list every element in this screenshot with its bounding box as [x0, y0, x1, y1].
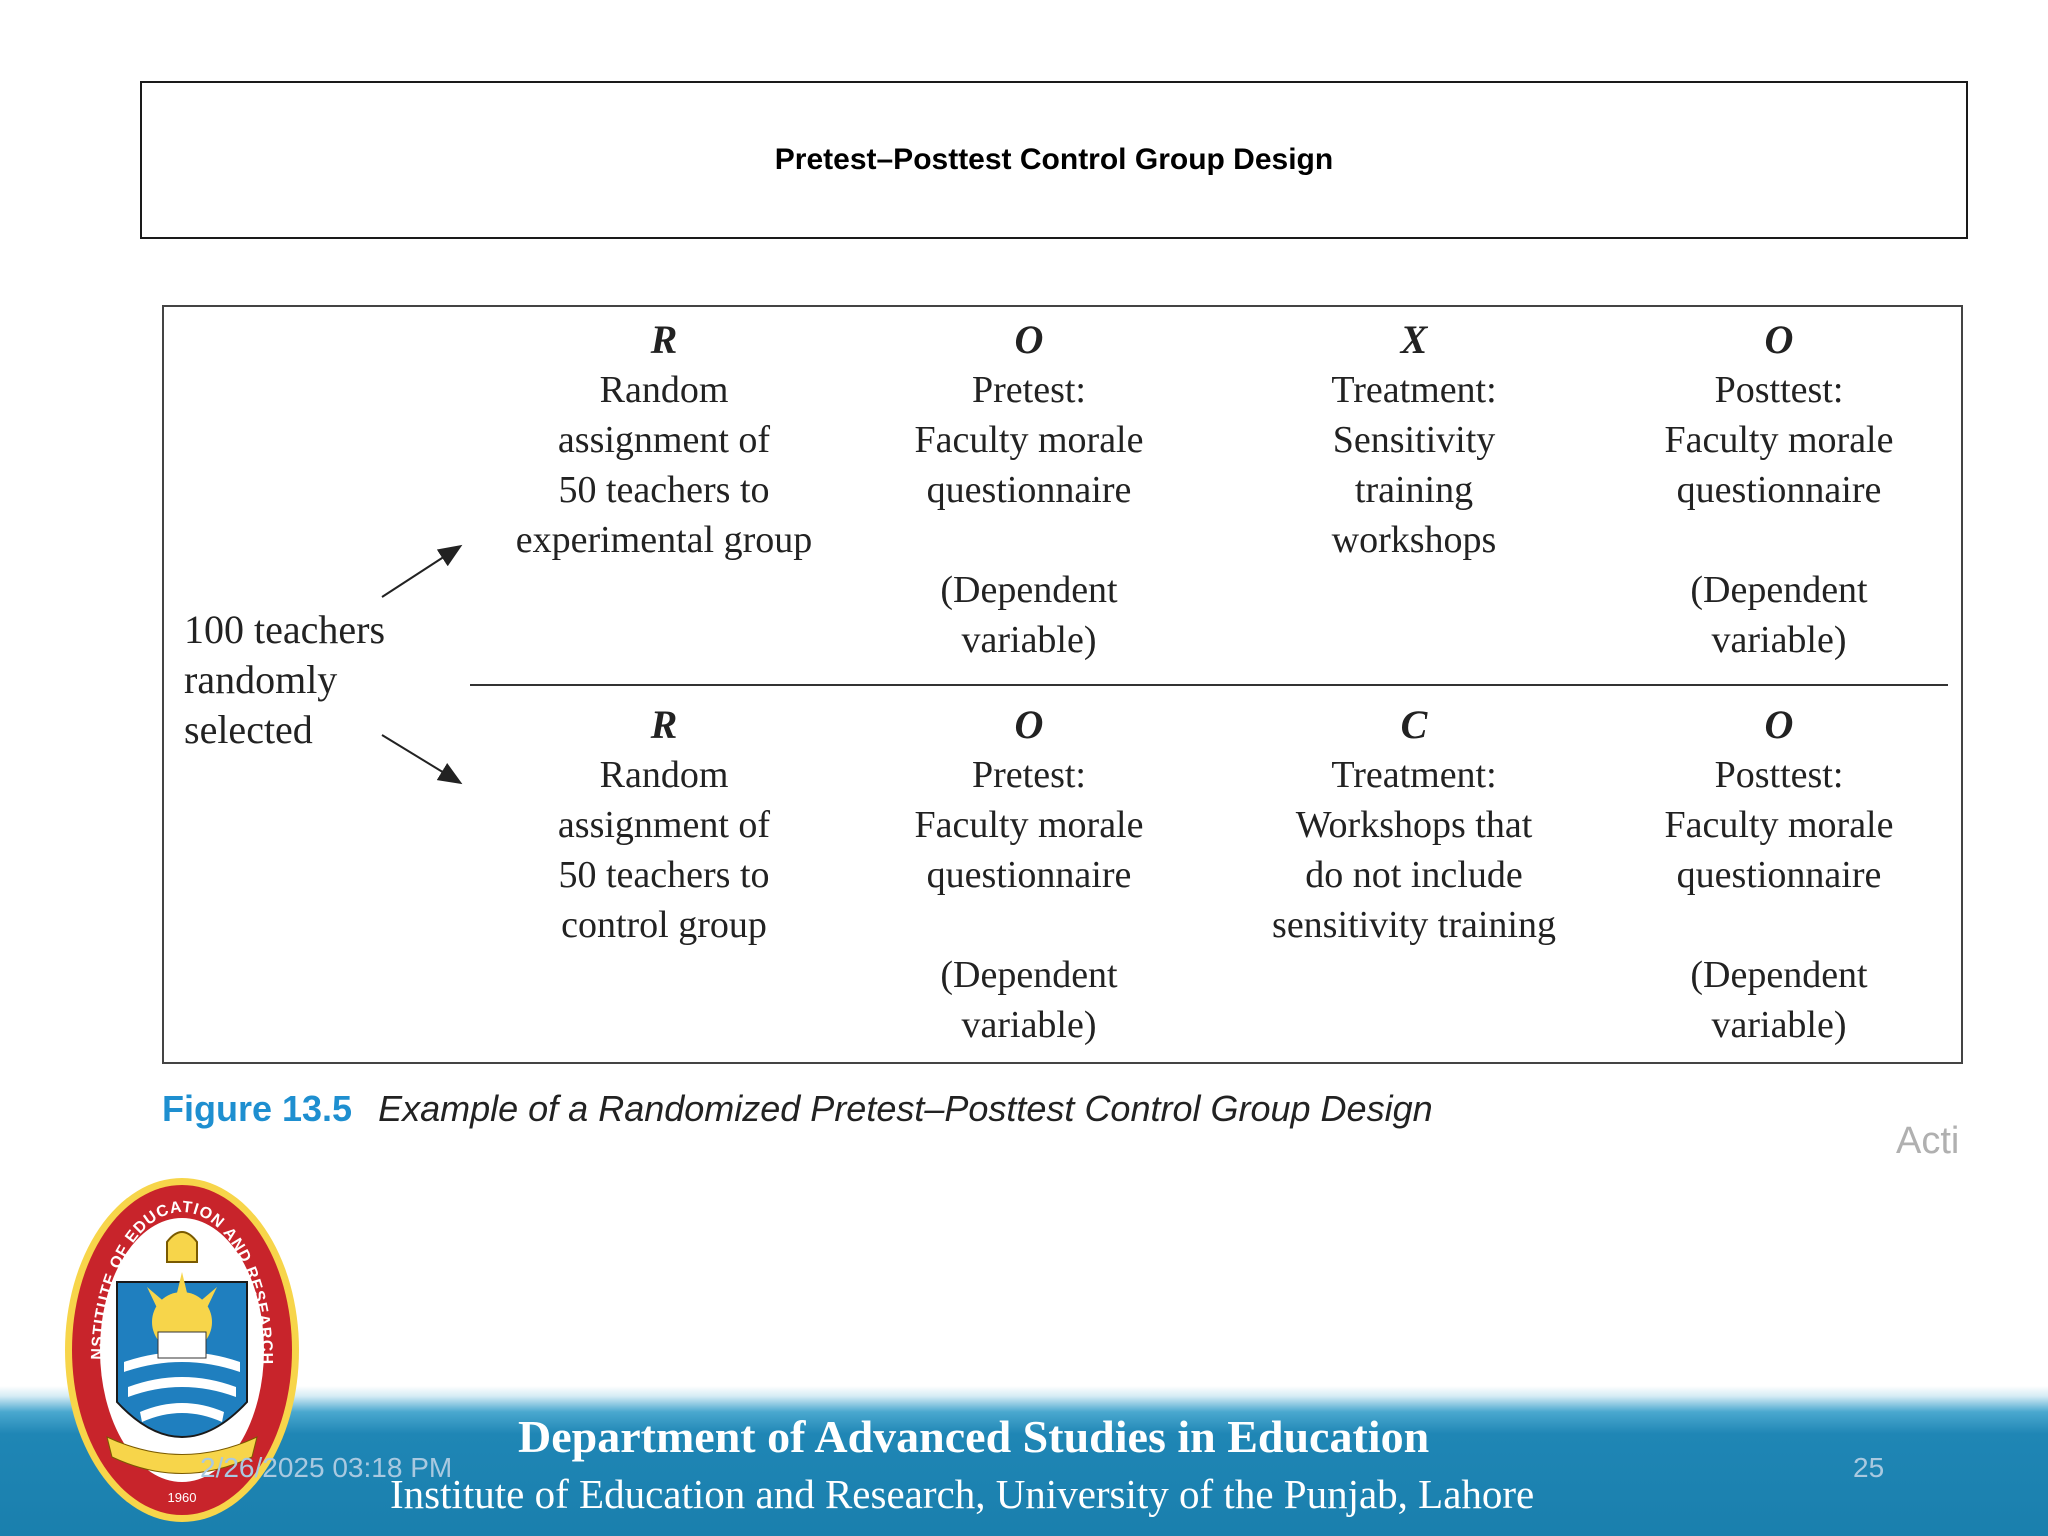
cell-line: training	[1354, 469, 1474, 511]
figure-number: Figure 13.5	[162, 1088, 353, 1129]
cell-line: questionnaire	[1676, 854, 1882, 896]
department-name: Department of Advanced Studies in Educat…	[518, 1411, 1430, 1462]
cell-line: control group	[561, 904, 767, 946]
institute-name: Institute of Education and Research, Uni…	[390, 1471, 1535, 1517]
population-label: 100 teachers randomly selected	[184, 605, 385, 755]
population-label-line: randomly	[184, 657, 338, 702]
figure-caption: Figure 13.5 Example of a Randomized Prete…	[162, 1088, 1433, 1130]
cell-line: assignment of	[557, 419, 771, 461]
design-symbol: O	[1764, 317, 1794, 362]
figure-caption-text: Example of a Randomized Pretest–Posttest…	[378, 1088, 1433, 1129]
exp-random-assignment-cell: R Random assignment of 50 teachers to ex…	[464, 315, 864, 565]
footer-band	[0, 1386, 2048, 1536]
design-symbol: C	[1400, 702, 1428, 747]
design-symbol: R	[650, 317, 678, 362]
cell-line: variable)	[961, 1004, 1097, 1046]
exp-posttest-cell: O Posttest: Faculty morale questionnaire…	[1624, 315, 1934, 665]
cell-line: workshops	[1331, 519, 1497, 561]
cell-line: assignment of	[557, 804, 771, 846]
cell-line: sensitivity training	[1272, 904, 1556, 946]
cell-line: Posttest:	[1714, 369, 1844, 411]
cell-line: variable)	[961, 619, 1097, 661]
cell-line: Random	[599, 754, 729, 796]
design-symbol: R	[650, 702, 678, 747]
logo-year: 1960	[168, 1490, 197, 1505]
cell-line: Faculty morale	[914, 804, 1144, 846]
cell-line: Treatment:	[1331, 369, 1497, 411]
cell-line: Pretest:	[972, 369, 1086, 411]
cell-line: Faculty morale	[914, 419, 1144, 461]
cell-line: Workshops that	[1295, 804, 1533, 846]
group-divider	[470, 684, 1948, 686]
cell-line: (Dependent	[1690, 954, 1868, 996]
cell-line: do not include	[1305, 854, 1523, 896]
institute-logo-icon: INSTITUTE OF EDUCATION AND RESEARCH 1960	[62, 1172, 299, 1522]
cell-line: variable)	[1711, 619, 1847, 661]
cell-line: variable)	[1711, 1004, 1847, 1046]
cell-line: (Dependent	[940, 954, 1118, 996]
cell-line: Posttest:	[1714, 754, 1844, 796]
cell-line: (Dependent	[940, 569, 1118, 611]
research-design-figure: 100 teachers randomly selected R Random …	[162, 305, 1963, 1064]
ctrl-posttest-cell: O Posttest: Faculty morale questionnaire…	[1624, 700, 1934, 1050]
population-label-line: 100 teachers	[184, 607, 386, 652]
design-symbol: O	[1764, 702, 1794, 747]
design-symbol: O	[1014, 317, 1044, 362]
exp-pretest-cell: O Pretest: Faculty morale questionnaire …	[874, 315, 1184, 665]
arrow-to-control-icon	[381, 734, 463, 785]
assignment-arrows	[381, 544, 463, 785]
cell-line: questionnaire	[926, 469, 1132, 511]
population-label-line: selected	[184, 707, 313, 752]
ctrl-treatment-cell: C Treatment: Workshops that do not inclu…	[1224, 700, 1604, 950]
slide-date: 2/26/2025 03:18 PM	[200, 1452, 453, 1483]
cell-line: experimental group	[515, 519, 813, 561]
cell-line: Faculty morale	[1664, 804, 1894, 846]
cell-line: Pretest:	[972, 754, 1086, 796]
slide-page-number: 25	[1853, 1452, 1885, 1483]
arrow-to-experimental-icon	[381, 544, 463, 598]
cell-line: questionnaire	[1676, 469, 1882, 511]
cell-line: questionnaire	[926, 854, 1132, 896]
cell-line: 50 teachers to	[558, 469, 770, 511]
exp-treatment-cell: X Treatment: Sensitivity training worksh…	[1224, 315, 1604, 565]
design-symbol: O	[1014, 702, 1044, 747]
cell-line: Sensitivity	[1332, 419, 1496, 461]
activation-watermark: Acti	[1896, 1120, 1960, 1162]
cell-line: 50 teachers to	[558, 854, 770, 896]
cell-line: Faculty morale	[1664, 419, 1894, 461]
cell-line: Random	[599, 369, 729, 411]
cell-line: Treatment:	[1331, 754, 1497, 796]
slide-title-box: Pretest–Posttest Control Group Design	[140, 81, 1968, 239]
design-symbol: X	[1400, 317, 1428, 362]
ctrl-random-assignment-cell: R Random assignment of 50 teachers to co…	[464, 700, 864, 950]
cell-line: (Dependent	[1690, 569, 1868, 611]
slide-title: Pretest–Posttest Control Group Design	[774, 143, 1334, 176]
ctrl-pretest-cell: O Pretest: Faculty morale questionnaire …	[874, 700, 1184, 1050]
